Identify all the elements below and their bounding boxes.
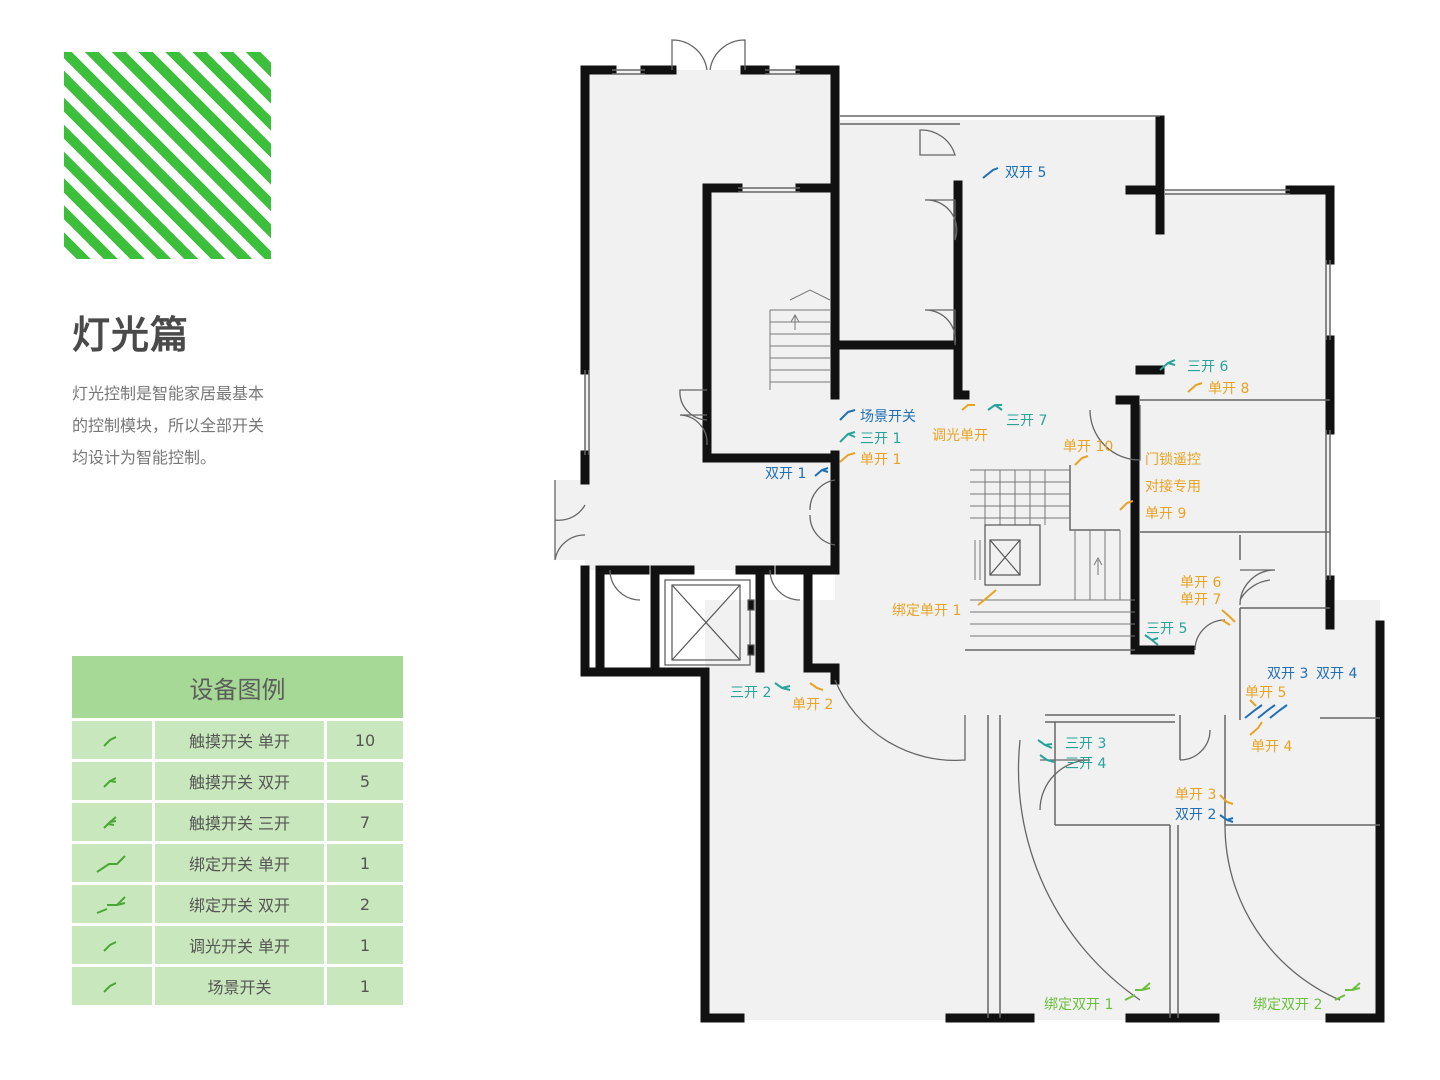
label-single7: 单开 7 — [1180, 592, 1221, 608]
description: 灯光控制是智能家居最基本 的控制模块，所以全部开关 均设计为智能控制。 — [72, 378, 302, 474]
striped-decoration — [64, 52, 271, 259]
bound-single-switch-icon — [72, 844, 152, 882]
dimmer-switch-icon — [72, 926, 152, 964]
staircase-lower — [970, 469, 1135, 637]
legend-count: 7 — [327, 803, 403, 841]
label-single10: 单开 10 — [1063, 439, 1113, 455]
legend-row: 触摸开关 双开 5 — [72, 762, 403, 800]
scene-switch-icon — [72, 967, 152, 1005]
legend-row: 绑定开关 单开 1 — [72, 844, 403, 882]
label-single2: 单开 2 — [792, 697, 833, 713]
label-double2: 双开 2 — [1175, 807, 1216, 823]
label-single5: 单开 5 — [1245, 685, 1286, 701]
legend-row: 触摸开关 三开 7 — [72, 803, 403, 841]
legend-name: 绑定开关 双开 — [155, 885, 324, 923]
label-dimmer: 调光单开 — [932, 428, 988, 444]
label-bound-double2: 绑定双开 2 — [1253, 997, 1322, 1013]
label-bound-double1: 绑定双开 1 — [1044, 997, 1113, 1013]
switch-markers — [774, 167, 1361, 1001]
label-single9: 单开 9 — [1145, 506, 1186, 522]
label-lock1: 门锁遥控 — [1145, 452, 1201, 468]
legend-count: 5 — [327, 762, 403, 800]
thin-lines — [584, 69, 1380, 1018]
label-double5: 双开 5 — [1005, 165, 1046, 181]
legend-row: 绑定开关 双开 2 — [72, 885, 403, 923]
legend-row: 触摸开关 单开 10 — [72, 721, 403, 759]
description-line: 灯光控制是智能家居最基本 — [72, 384, 265, 403]
plan-labels: 双开 5 三开 6 单开 8 场景开关 三开 1 单开 1 双开 1 调光单开 … — [730, 165, 1357, 1013]
legend-name: 触摸开关 单开 — [155, 721, 324, 759]
triple-switch-icon — [72, 803, 152, 841]
legend-name: 调光开关 单开 — [155, 926, 324, 964]
doors — [554, 39, 1341, 1001]
legend-name: 场景开关 — [155, 967, 324, 1005]
floor-plan: 双开 5 三开 6 单开 8 场景开关 三开 1 单开 1 双开 1 调光单开 … — [554, 39, 1385, 1023]
legend-count: 1 — [327, 844, 403, 882]
legend-name: 触摸开关 三开 — [155, 803, 324, 841]
label-single1: 单开 1 — [860, 452, 901, 468]
legend-row: 场景开关 1 — [72, 967, 403, 1005]
label-triple6: 三开 6 — [1187, 359, 1228, 375]
label-double1: 双开 1 — [765, 466, 806, 482]
label-single3: 单开 3 — [1175, 787, 1216, 803]
label-triple3: 三开 3 — [1065, 736, 1106, 752]
label-scene: 场景开关 — [860, 409, 916, 425]
walls — [580, 65, 1385, 1023]
legend-count: 2 — [327, 885, 403, 923]
bound-double-switch-icon — [72, 885, 152, 923]
label-single4: 单开 4 — [1251, 739, 1292, 755]
legend-count: 1 — [327, 967, 403, 1005]
description-line: 均设计为智能控制。 — [72, 448, 217, 467]
double-switch-icon — [72, 762, 152, 800]
legend-name: 绑定开关 单开 — [155, 844, 324, 882]
page-title: 灯光篇 — [72, 313, 190, 357]
label-double4: 双开 4 — [1316, 666, 1357, 682]
label-single8: 单开 8 — [1208, 381, 1249, 397]
description-line: 的控制模块，所以全部开关 — [72, 416, 265, 435]
device-legend-table: 设备图例 触摸开关 单开 10 触摸开关 双开 5 触摸开关 三开 7 绑定开关… — [72, 656, 403, 1008]
label-triple4: 三开 4 — [1065, 756, 1106, 772]
staircase-upper — [769, 289, 831, 390]
single-switch-icon — [72, 721, 152, 759]
legend-count: 10 — [327, 721, 403, 759]
label-triple1: 三开 1 — [860, 431, 901, 447]
label-lock2: 对接专用 — [1145, 478, 1201, 495]
legend-name: 触摸开关 双开 — [155, 762, 324, 800]
label-bound1: 绑定单开 1 — [892, 603, 961, 619]
legend-row: 调光开关 单开 1 — [72, 926, 403, 964]
elevator-lower — [664, 579, 755, 666]
legend-title: 设备图例 — [72, 656, 403, 718]
elevator-upper — [984, 524, 1041, 586]
label-triple7: 三开 7 — [1006, 413, 1047, 429]
label-single6: 单开 6 — [1180, 575, 1221, 591]
legend-count: 1 — [327, 926, 403, 964]
label-double3: 双开 3 — [1267, 666, 1308, 682]
floor-area — [555, 70, 1380, 1020]
label-triple2: 三开 2 — [730, 685, 771, 701]
label-triple5: 三开 5 — [1146, 621, 1187, 637]
